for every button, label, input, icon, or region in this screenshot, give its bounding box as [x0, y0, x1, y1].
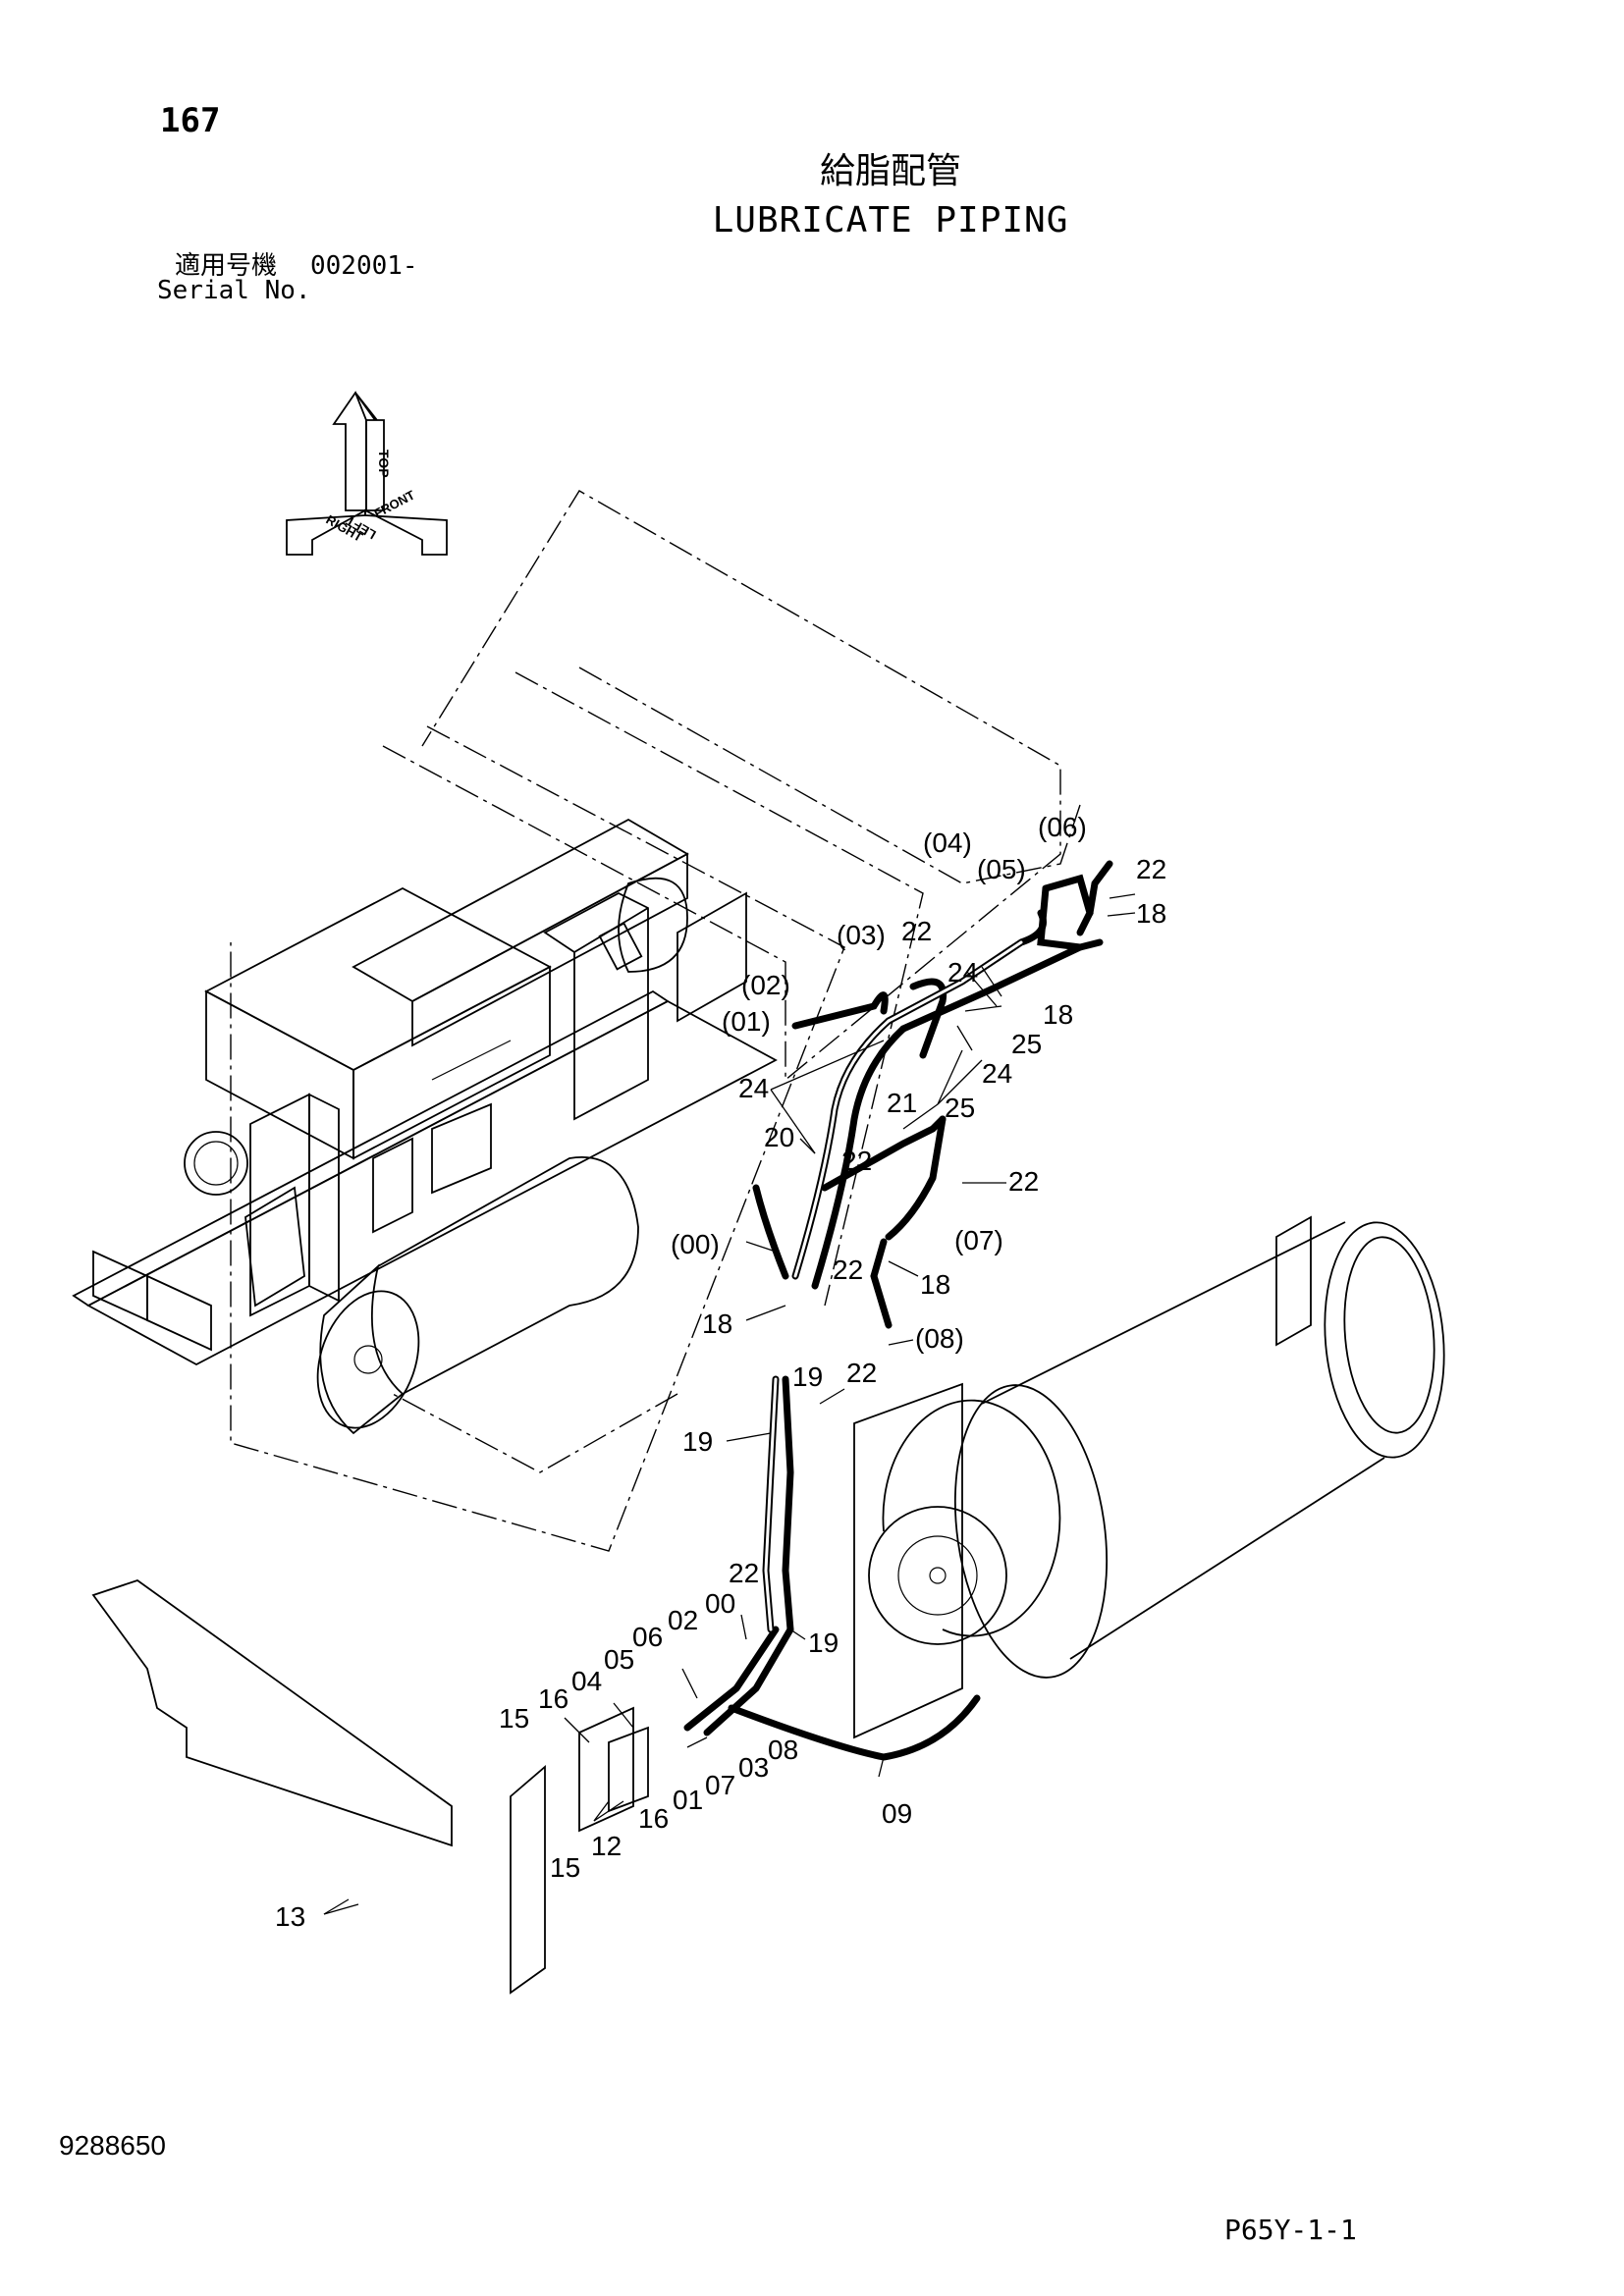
callout-label: 15	[550, 1852, 580, 1883]
callout-label: (01)	[722, 1006, 771, 1037]
callout-label: 18	[1136, 898, 1166, 929]
callout-label: (05)	[977, 854, 1026, 884]
callout-label: 22	[841, 1146, 872, 1176]
callout-label: 21	[887, 1088, 917, 1118]
callout-label: (03)	[837, 920, 886, 950]
callout-label: 22	[833, 1255, 863, 1285]
callout-label: 12	[591, 1831, 622, 1861]
callout-label: 22	[1008, 1166, 1039, 1197]
callout-label: (04)	[923, 828, 972, 858]
callout-label: (02)	[741, 970, 790, 1000]
callout-label: 00	[705, 1588, 735, 1619]
callout-label: (06)	[1038, 812, 1087, 842]
callout-label: 19	[792, 1362, 823, 1392]
callout-label: 20	[764, 1122, 794, 1152]
callout-label: 18	[1043, 999, 1073, 1030]
callout-label: 15	[499, 1703, 529, 1734]
callout-label: 16	[638, 1803, 669, 1834]
page-title-english: LUBRICATE PIPING	[712, 200, 1069, 240]
callout-label: 03	[738, 1752, 769, 1783]
callout-label: 09	[882, 1798, 912, 1829]
callout-label: 22	[729, 1558, 759, 1588]
callout-label: 19	[682, 1426, 713, 1457]
callout-label: 22	[846, 1358, 877, 1388]
callout-label: 24	[738, 1073, 769, 1103]
serial-label-english: Serial No.	[157, 276, 311, 305]
orientation-top-label: TOP	[376, 450, 392, 478]
callout-label: 18	[702, 1308, 732, 1339]
callout-label: 24	[982, 1058, 1012, 1089]
lubrication-pipes	[683, 860, 1113, 1761]
callout-label: (00)	[671, 1229, 720, 1259]
callout-leaders	[323, 893, 1136, 1915]
main-frame-assembly	[72, 818, 778, 1435]
serial-label-japanese: 適用号機	[175, 251, 278, 281]
callout-label: 02	[668, 1605, 698, 1635]
page-title-japanese: 給脂配管	[819, 151, 961, 191]
page-number: 167	[160, 101, 221, 140]
callout-label: (07)	[954, 1225, 1003, 1255]
callout-labels: (04) (06) (05) 22 18 (03) 22 24 (02) 18 …	[275, 812, 1166, 1932]
callout-label: 18	[920, 1269, 950, 1300]
callout-label: 25	[945, 1093, 975, 1123]
callout-label: 13	[275, 1901, 305, 1932]
callout-label: 16	[538, 1683, 568, 1714]
callout-label: 04	[571, 1666, 602, 1696]
page-code: P65Y-1-1	[1224, 2214, 1357, 2246]
projection-lines	[230, 490, 1081, 1552]
callout-label: 01	[673, 1785, 703, 1815]
orientation-front-label: FRONT	[371, 487, 417, 520]
callout-label: 24	[947, 957, 978, 988]
orientation-indicator: TOP LEFT RIGHT FRONT	[286, 391, 448, 556]
drum-cylinder	[853, 1215, 1445, 1739]
callout-label: (08)	[915, 1323, 964, 1354]
callout-label: 07	[705, 1770, 735, 1800]
callout-label: 19	[808, 1628, 839, 1658]
callout-label: 06	[632, 1622, 663, 1652]
callout-label: 22	[1136, 854, 1166, 884]
document-number: 9288650	[59, 2130, 167, 2161]
callout-label: 25	[1011, 1029, 1042, 1059]
serial-range: 002001-	[310, 251, 418, 281]
callout-label: 05	[604, 1644, 634, 1675]
mounting-panel	[91, 1579, 649, 1995]
callout-label: 22	[901, 916, 932, 946]
callout-label: 08	[768, 1735, 798, 1765]
